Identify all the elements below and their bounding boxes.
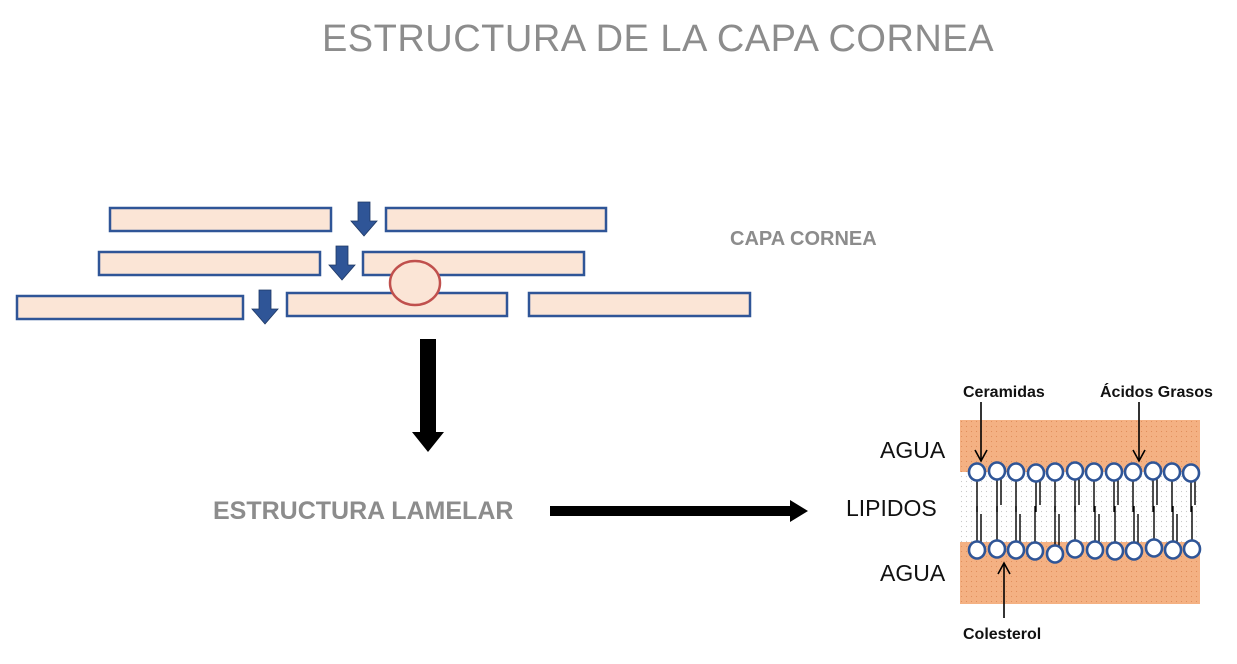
lipid-head	[1143, 461, 1163, 481]
page-title: ESTRUCTURA DE LA CAPA CORNEA	[321, 18, 995, 60]
capa-cornea-label: CAPA CORNEA	[730, 228, 877, 250]
lipid-heads-top	[967, 461, 1201, 483]
lipid-head	[987, 539, 1007, 559]
lipid-head	[1026, 463, 1046, 483]
lipid-head	[1144, 538, 1164, 558]
lipid-head	[1123, 462, 1143, 482]
lipid-head	[1025, 541, 1045, 561]
agua-top-label: AGUA	[880, 437, 946, 463]
lipid-head	[1104, 462, 1124, 482]
ceramidas-label: Ceramidas	[963, 384, 1045, 401]
blue-arrows	[251, 201, 378, 325]
ceramidas-pointer	[974, 402, 988, 463]
acidos-grasos-label: Ácidos Grasos	[1100, 384, 1213, 401]
lipid-head	[1182, 539, 1202, 559]
lipid-tails-bottom	[976, 506, 1193, 546]
big-down-arrow-icon	[412, 339, 444, 452]
lipid-head	[987, 461, 1007, 481]
right-arrow-icon	[550, 500, 808, 522]
agua-bottom-label: AGUA	[880, 560, 946, 586]
colesterol-pointer	[997, 561, 1011, 618]
lipid-head	[1065, 461, 1085, 481]
down-arrow-icon	[251, 289, 279, 325]
lipid-head	[1045, 544, 1065, 564]
lipid-head	[1006, 540, 1026, 560]
lipid-head	[1124, 541, 1144, 561]
corneocyte-cell	[384, 206, 608, 233]
corneocyte-cell	[527, 291, 752, 318]
lipid-head	[1181, 463, 1201, 483]
lamellar-structure	[960, 420, 1202, 604]
acidos-grasos-pointer	[1132, 402, 1146, 463]
colesterol-label: Colesterol	[963, 626, 1042, 643]
nucleus	[388, 259, 442, 307]
estructura-lamelar-label: ESTRUCTURA LAMELAR	[213, 497, 514, 525]
down-arrow-icon	[328, 245, 356, 281]
lipid-heads-bottom	[967, 538, 1202, 564]
lipid-layer	[960, 472, 1200, 542]
lipid-head	[967, 462, 987, 482]
lipid-head	[1162, 462, 1182, 482]
lipid-head	[1065, 539, 1085, 559]
corneocyte-layer	[15, 206, 752, 321]
lipid-head	[1006, 462, 1026, 482]
corneocyte-cell	[15, 294, 245, 321]
lipidos-label: LIPIDOS	[846, 495, 937, 521]
lipid-head	[1163, 540, 1183, 560]
down-arrow-icon	[350, 201, 378, 237]
lipid-head	[1085, 540, 1105, 560]
pointer-arrows	[974, 402, 1146, 618]
lipid-head	[1045, 462, 1065, 482]
lipid-head	[1105, 541, 1125, 561]
lipid-head	[967, 540, 987, 560]
corneocyte-cell	[108, 206, 333, 233]
corneocyte-cell	[97, 250, 322, 277]
lipid-head	[1084, 462, 1104, 482]
